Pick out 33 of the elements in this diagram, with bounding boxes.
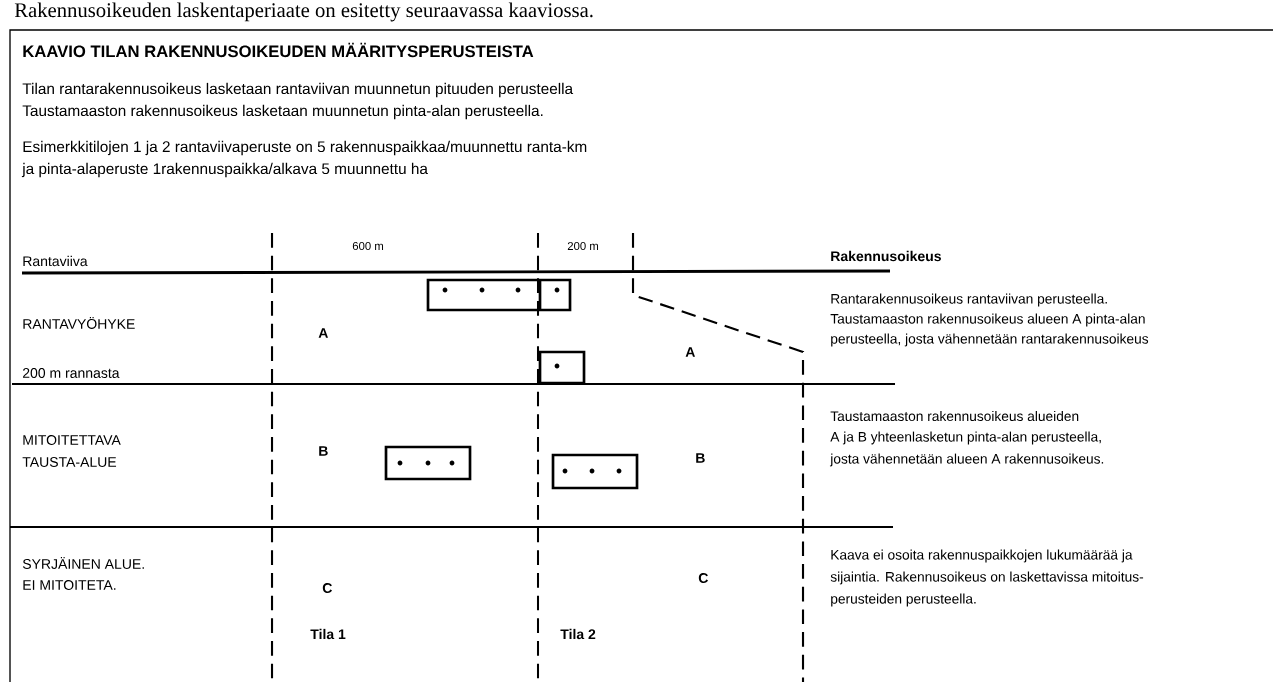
heading: KAAVIO TILAN RAKENNUSOIKEUDEN MÄÄRITYSPERUSTEISTA bbox=[23, 42, 534, 58]
area-letter: C bbox=[698, 573, 708, 583]
zone-label: MITOITETTAVA bbox=[23, 435, 121, 445]
area-letter: B bbox=[696, 453, 705, 463]
parcel-label: Tila 2 bbox=[560, 628, 596, 640]
body-text: Tilan rantarakennusoikeus lasketaan rantaviivan muunnetun pituuden perusteella bbox=[22, 82, 574, 98]
area-letter: A bbox=[318, 328, 328, 338]
description-text: perusteiden perusteella. bbox=[831, 593, 976, 607]
column-heading: Rakennusoikeus bbox=[831, 250, 941, 262]
zone-label: SYRJÄINEN ALUE. bbox=[22, 557, 144, 569]
body-text: Esimerkkitilojen 1 ja 2 rantaviivaperuste on 5 rakennuspaikkaa/muunnettu ranta-km bbox=[23, 140, 587, 156]
description-text: A ja B yhteenlasketun pinta-alan perusteella, bbox=[830, 431, 1101, 445]
intro-sentence: Rakennusoikeuden laskentaperiaate on esitetty seuraavassa kaaviossa. bbox=[14, 2, 593, 22]
dimension-label: 600 m bbox=[352, 242, 383, 250]
description-text: josta vähennetään alueen A rakennusoikeus. bbox=[829, 453, 1104, 467]
body-text: Taustamaaston rakennusoikeus lasketaan muunnetun pinta-alan perusteella. bbox=[22, 104, 543, 120]
description-text: sijaintia. Rakennusoikeus on laskettavissa mitoitus- bbox=[830, 571, 1144, 585]
zone-label: 200 m rannasta bbox=[23, 368, 120, 378]
area-letter: B bbox=[319, 446, 328, 456]
area-letter: A bbox=[685, 347, 695, 357]
zone-label: Rantaviiva bbox=[23, 255, 88, 267]
description-text: Rantarakennusoikeus rantaviivan perusteella. bbox=[831, 293, 1107, 307]
description-text: Taustamaaston rakennusoikeus alueen A pinta-alan bbox=[830, 313, 1145, 327]
area-letter: C bbox=[322, 583, 332, 593]
parcel-label: Tila 1 bbox=[310, 628, 346, 640]
dimension-label: 200 m bbox=[567, 242, 598, 250]
body-text: ja pinta-alaperuste 1rakennuspaikka/alkava 5 muunnettu ha bbox=[21, 162, 428, 178]
description-text: Kaava ei osoita rakennuspaikkojen lukumäärää ja bbox=[831, 549, 1133, 563]
description-text: Taustamaaston rakennusoikeus alueiden bbox=[830, 410, 1079, 422]
zone-label: EI MITOITETA. bbox=[23, 580, 116, 590]
description-text: perusteella, josta vähennetään rantarakennusoikeus bbox=[831, 333, 1149, 347]
zone-label: TAUSTA-ALUE bbox=[22, 457, 117, 467]
zone-label: RANTAVYÖHYKE bbox=[23, 317, 135, 329]
